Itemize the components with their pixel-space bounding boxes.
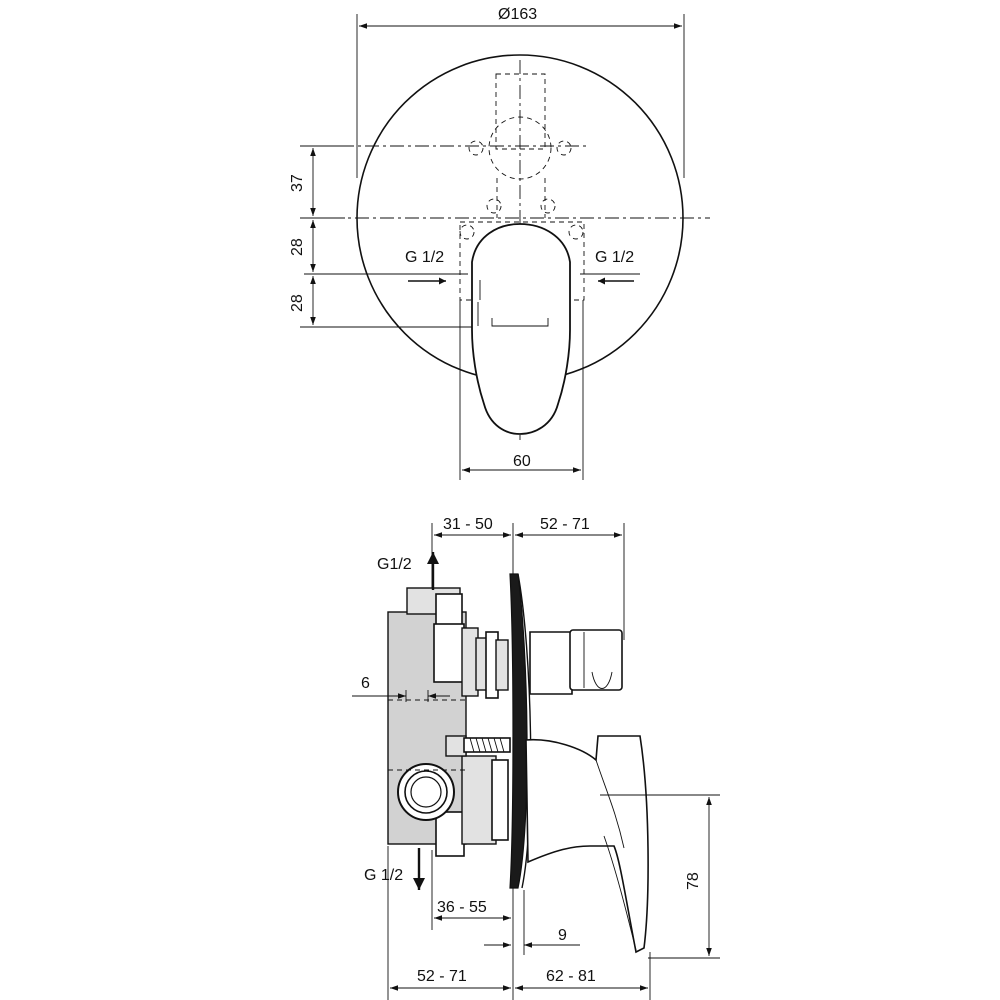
dim-6-label: 6: [361, 675, 370, 692]
rosette-side: [509, 573, 528, 889]
diameter-label: Ø163: [498, 6, 537, 23]
dim-31-50-label: 31 - 50: [443, 516, 493, 533]
lever-handle: [471, 223, 571, 435]
dim-28-lower-label: 28: [289, 294, 306, 312]
dim-52-71-bottom-label: 52 - 71: [417, 968, 467, 985]
dim-9-label: 9: [558, 927, 567, 944]
front-view: G 1/2 G 1/2 Ø163 37 28 28 60: [289, 6, 710, 480]
dim-60-label: 60: [513, 453, 531, 470]
inlet-right-label: G 1/2: [595, 249, 634, 266]
side-view: 31 - 50 52 - 71: [352, 516, 720, 1000]
diverter-knob: [529, 631, 573, 695]
dim-36-55-label: 36 - 55: [437, 899, 487, 916]
dim-28-upper-label: 28: [289, 238, 306, 256]
dim-37-label: 37: [289, 174, 306, 192]
dim-78-label: 78: [685, 872, 702, 890]
dim-52-71-top-label: 52 - 71: [540, 516, 590, 533]
outlet-top-label: G1/2: [377, 556, 412, 573]
outlet-bottom-label: G 1/2: [364, 867, 403, 884]
dim-62-81-label: 62 - 81: [546, 968, 596, 985]
lever-side: [525, 735, 649, 954]
inlet-left-label: G 1/2: [405, 249, 444, 266]
